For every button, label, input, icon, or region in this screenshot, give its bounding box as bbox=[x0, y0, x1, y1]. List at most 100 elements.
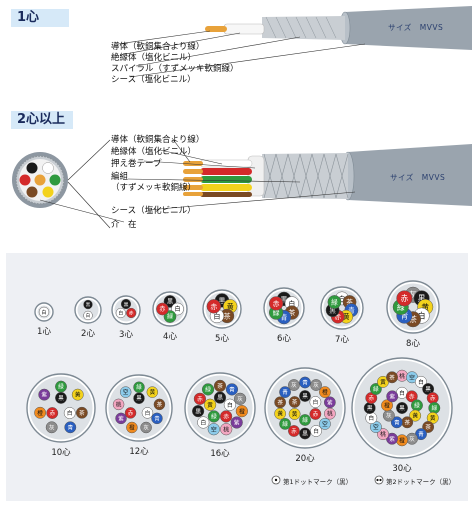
core-color-label: 緑 bbox=[136, 383, 142, 391]
core-color-label: 赤 bbox=[409, 393, 415, 400]
core-color-label: 赤 bbox=[291, 427, 297, 435]
multi-core-cable-illustration bbox=[0, 120, 474, 250]
core-color-label: 紫 bbox=[234, 420, 240, 427]
core-color-label: 茶 bbox=[157, 400, 163, 408]
label-conductor-2: 導体（軟銅集合より線） bbox=[111, 133, 204, 145]
core-color-label: 橙 bbox=[384, 401, 390, 409]
core-color-label: 黒 bbox=[195, 408, 201, 415]
core-color-label: 黒 bbox=[217, 395, 223, 402]
cross-section-8: 灰黒黄白茶青緑赤 bbox=[387, 281, 439, 333]
core-color-label: 黄 bbox=[75, 391, 81, 399]
core-color-label: 橙 bbox=[37, 409, 43, 417]
core-color-label: 空 bbox=[322, 420, 328, 428]
label-binding-tape: 押え巻テープ bbox=[111, 157, 162, 169]
core-color-label: 緑 bbox=[302, 416, 308, 424]
legend-dot-1-icon bbox=[272, 476, 280, 484]
core-color-label: 白 bbox=[368, 414, 374, 422]
core-color-label: 緑 bbox=[211, 413, 217, 421]
core-color-label: 白 bbox=[227, 401, 233, 409]
core-color-label: 白 bbox=[313, 398, 319, 406]
core-color-label: 白 bbox=[42, 309, 47, 316]
cross-section-label: 16心 bbox=[210, 447, 229, 459]
core-color-label: 黄 bbox=[412, 412, 418, 420]
core-color-label: 橙 bbox=[239, 407, 245, 415]
core-color-label: 紫 bbox=[389, 436, 395, 443]
core-color-label: 白 bbox=[145, 409, 150, 417]
core-color-label: 茶 bbox=[404, 418, 410, 426]
core-color-label: 赤 bbox=[223, 414, 229, 421]
legend-dot-2-label: 第2ドットマーク（黒） bbox=[386, 476, 455, 486]
cross-section-label: 4心 bbox=[163, 330, 177, 342]
core-color-label: 桃 bbox=[116, 400, 122, 408]
core-color-label: 黄 bbox=[430, 414, 436, 422]
core-color-label: 緑 bbox=[205, 386, 211, 394]
core-color-label: 紫 bbox=[389, 393, 395, 400]
cross-section-label: 10心 bbox=[51, 446, 70, 458]
core-color-label: 黄 bbox=[207, 401, 213, 409]
core-color-label: 青 bbox=[282, 388, 288, 396]
cross-section-7: 白茶青黄赤黒緑 bbox=[321, 287, 363, 329]
cross-section-label: 12心 bbox=[129, 445, 148, 457]
size-text-1: サイズ MVVS bbox=[388, 22, 443, 33]
cross-section-label: 5心 bbox=[215, 332, 229, 344]
core-color-label: 緑 bbox=[373, 385, 379, 393]
core-color-label: 白 bbox=[313, 427, 319, 435]
core-color-label: 青 bbox=[154, 414, 160, 422]
core-color-label: 緑 bbox=[167, 313, 173, 321]
cross-section-label: 30心 bbox=[392, 462, 411, 474]
core-color-label: 紫 bbox=[327, 399, 333, 406]
core-color-label: 赤 bbox=[273, 300, 280, 308]
cross-section-13: 黒白赤緑黄茶青灰橙紫桃空白黒赤緑黄茶青灰橙紫桃空白黒赤緑黄茶 bbox=[352, 358, 452, 458]
core-color-label: 茶 bbox=[277, 398, 283, 406]
core-color-label: 空 bbox=[123, 388, 129, 396]
core-color-label: 桃 bbox=[223, 425, 229, 433]
core-color-label: 赤 bbox=[313, 410, 319, 418]
core-color-label: 黒 bbox=[425, 386, 431, 393]
core-color-label: 緑 bbox=[331, 297, 338, 306]
label-braid-material: （すずメッキ軟銅線） bbox=[111, 181, 196, 193]
cross-section-label: 20心 bbox=[295, 452, 314, 464]
insulation bbox=[224, 24, 264, 34]
core-color-label: 桃 bbox=[399, 372, 405, 380]
core-color-label: 緑 bbox=[431, 404, 437, 412]
cross-section-label: 3心 bbox=[119, 328, 133, 340]
core-color-label: 黒 bbox=[367, 405, 373, 412]
core-color-label: 空 bbox=[409, 373, 415, 381]
core-color-label: 赤 bbox=[400, 294, 408, 303]
core-color-label: 紫 bbox=[41, 392, 47, 399]
core-color-label: 空 bbox=[211, 425, 217, 433]
core-color-label: 青 bbox=[229, 386, 235, 394]
core-color-label: 赤 bbox=[129, 311, 134, 317]
core-color-label: 灰 bbox=[409, 435, 415, 443]
core-color-label: 青 bbox=[302, 379, 308, 387]
cross-section-9: 黒白赤緑黄茶青灰橙紫 bbox=[27, 374, 95, 442]
core-color-label: 赤 bbox=[197, 396, 203, 403]
core-color-label: 青 bbox=[394, 418, 400, 426]
cross-section-5: 黒黄茶白赤 bbox=[203, 290, 241, 328]
size-text-2: サイズ MVVS bbox=[390, 172, 445, 183]
legend-dot-1-label: 第1ドットマーク（黒） bbox=[283, 476, 352, 486]
cross-section-3: 黒赤白 bbox=[112, 296, 140, 324]
core-color-label: 灰 bbox=[143, 423, 149, 431]
core-color-label: 赤 bbox=[128, 409, 134, 417]
core-color-label: 橙 bbox=[322, 388, 328, 396]
label-sheath-1: シース（塩化ビニル） bbox=[111, 73, 196, 85]
cross-section-label: 7心 bbox=[335, 333, 349, 345]
core-color-label: 橙 bbox=[399, 436, 405, 444]
braid-shield bbox=[262, 16, 345, 40]
core-color-label: 灰 bbox=[313, 381, 319, 389]
core-color-label: 紫 bbox=[118, 415, 124, 422]
core-color-label: 青 bbox=[67, 423, 73, 431]
core-color-label: 茶 bbox=[292, 398, 298, 406]
core-color-label: 黒 bbox=[399, 405, 405, 412]
cross-section-2: 黒白 bbox=[75, 297, 101, 323]
core-color-label: 赤 bbox=[368, 395, 374, 402]
core-color-label: 緑 bbox=[414, 401, 420, 409]
core-color-label: 黄 bbox=[277, 410, 283, 418]
cross-section-1: 白 bbox=[35, 303, 53, 321]
insulated-cores bbox=[200, 160, 252, 197]
core-color-label: 黒 bbox=[302, 431, 308, 438]
core-color-label: 白 bbox=[200, 419, 206, 427]
